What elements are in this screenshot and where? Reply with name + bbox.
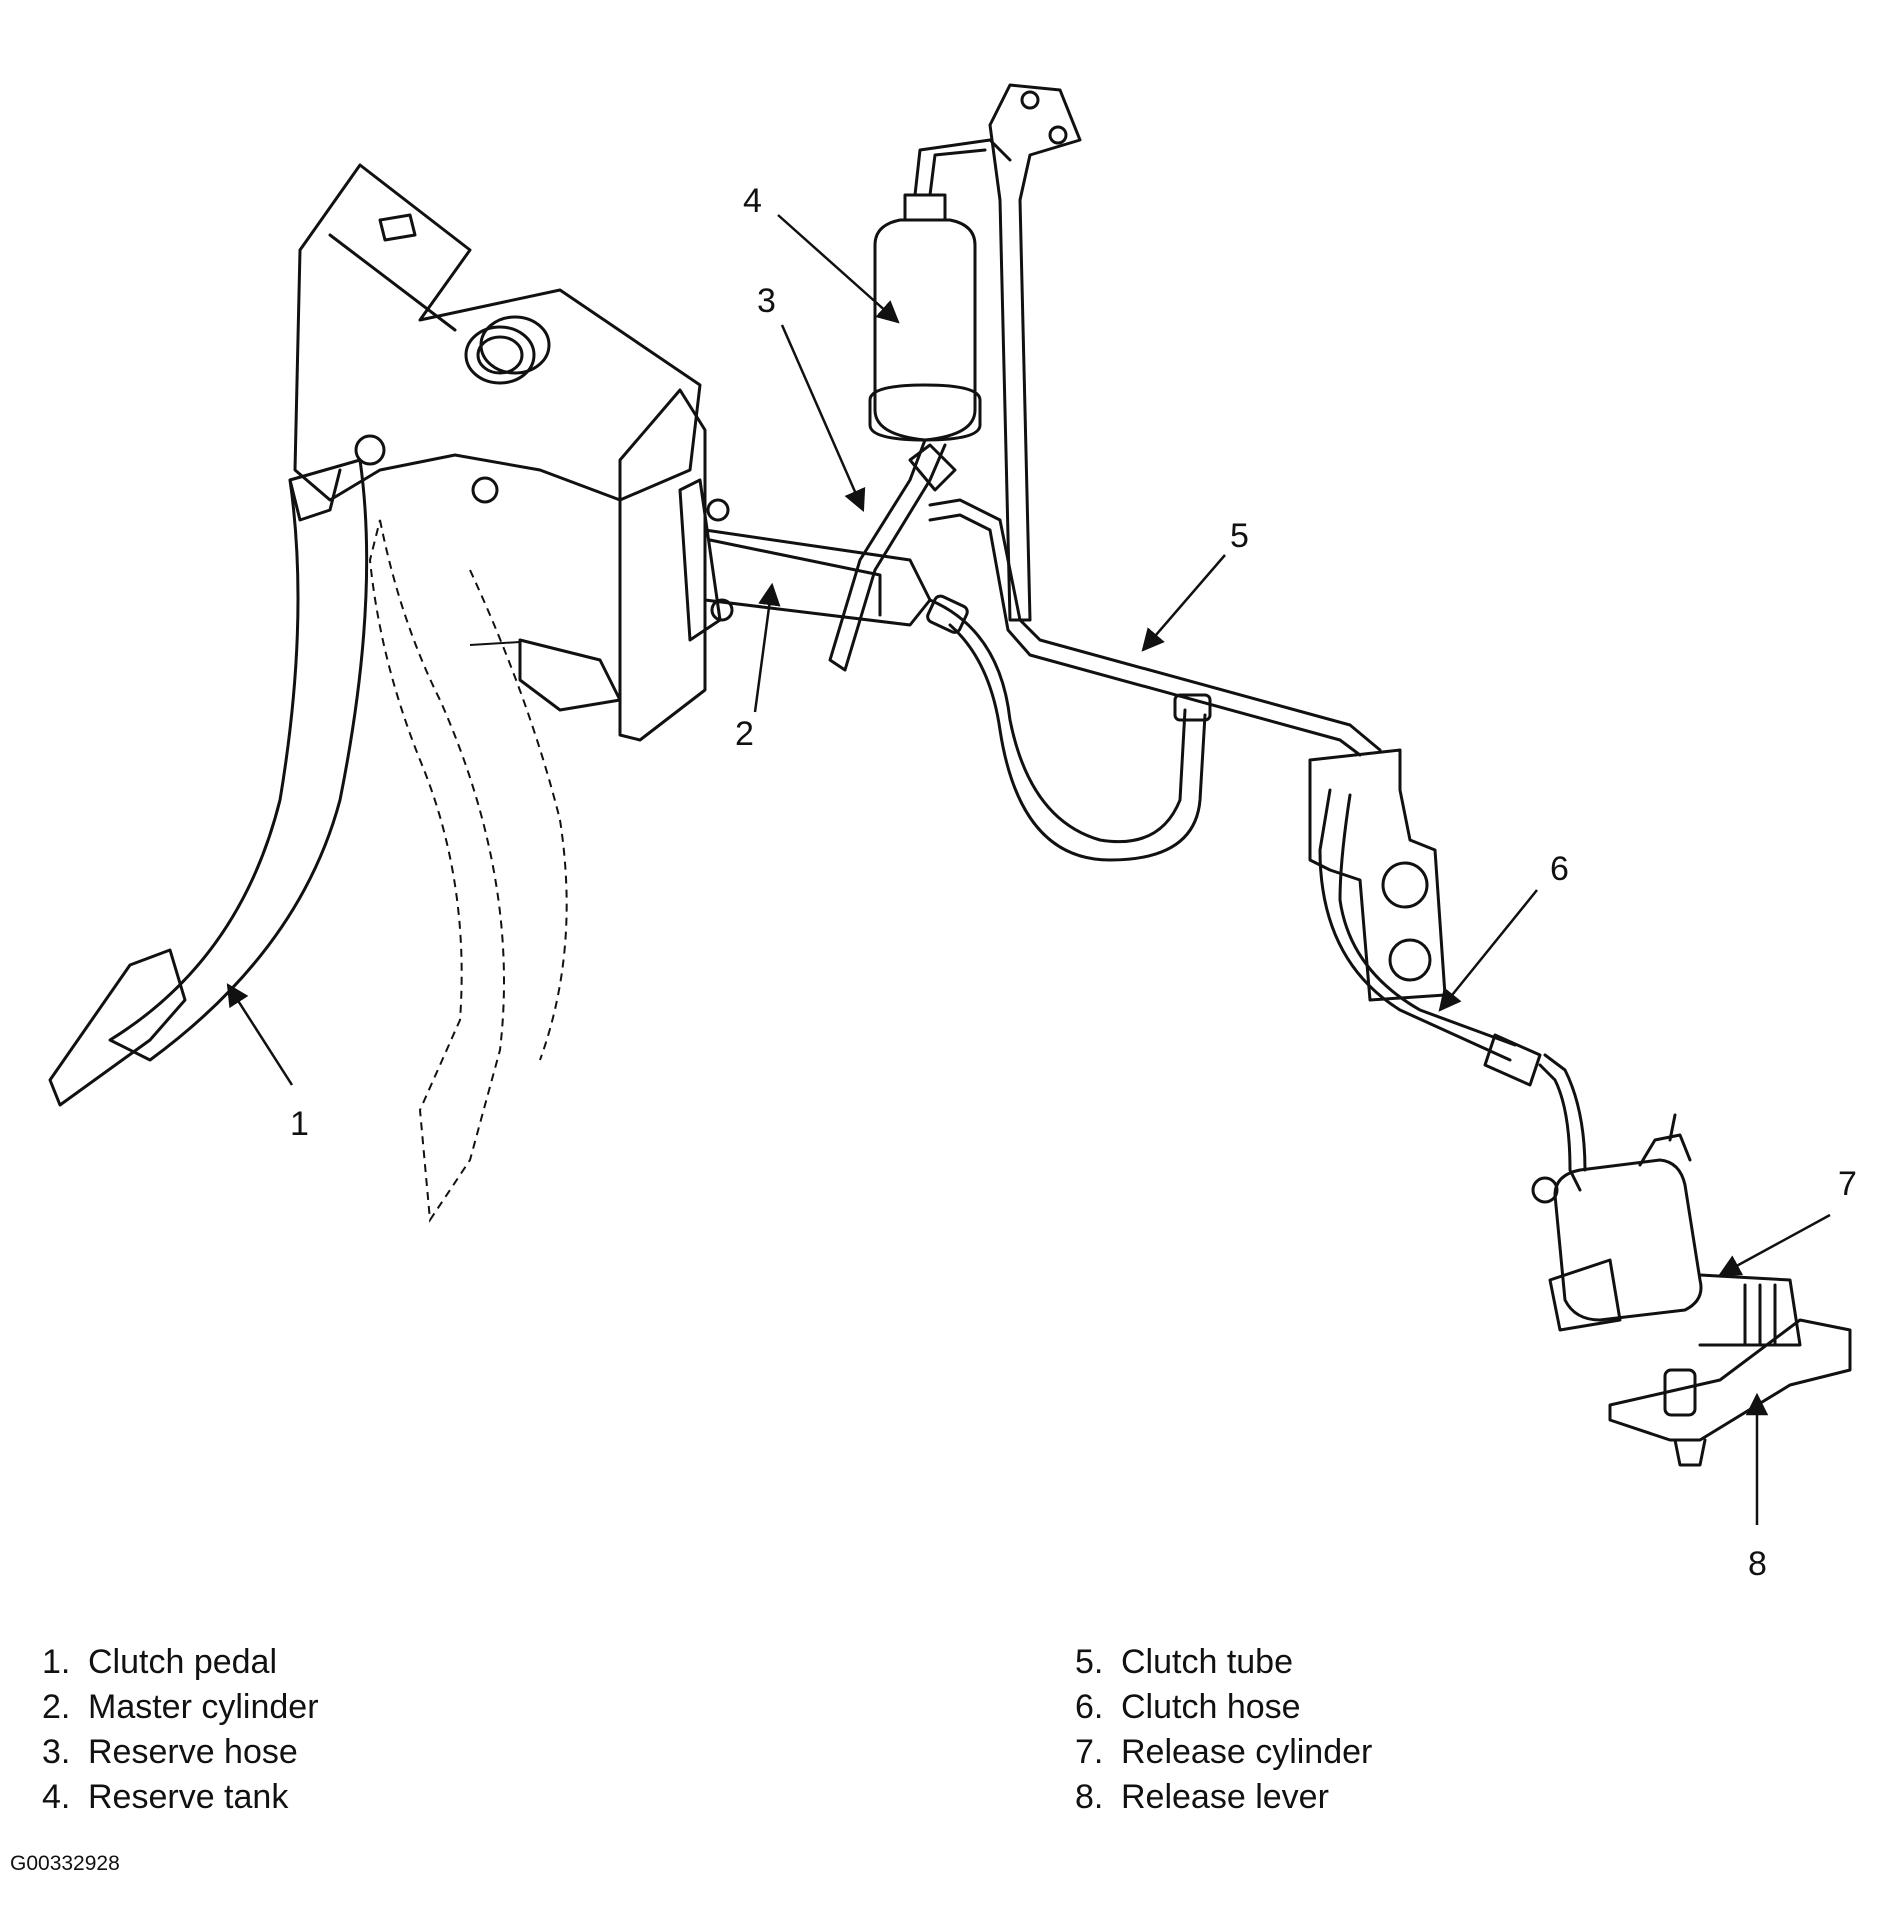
reserve-hose: [828, 438, 957, 672]
legend-label: Clutch pedal: [88, 1643, 278, 1681]
legend-number: 1.: [42, 1643, 71, 1681]
legend-label: Clutch hose: [1121, 1688, 1301, 1726]
callout-4: 4: [743, 182, 762, 220]
callout-5: 5: [1230, 517, 1249, 555]
legend-item: 8. Release lever: [1075, 1775, 1372, 1820]
clutch-hose: [1318, 788, 1587, 1192]
supply-hose-loop: [926, 594, 1212, 862]
legend-item: 3. Reserve hose: [42, 1730, 319, 1775]
legend-item: 4. Reserve tank: [42, 1775, 319, 1820]
clutch-pedal: [48, 458, 369, 1107]
hose-bracket: [1308, 748, 1447, 1002]
callout-3: 3: [757, 282, 776, 320]
legend-item: 6. Clutch hose: [1075, 1685, 1372, 1730]
master-cylinder: [469, 388, 932, 742]
release-lever: [1608, 1318, 1852, 1467]
parts-legend: 1. Clutch pedal 2. Master cylinder 3. Reser…: [0, 1640, 1883, 1840]
clutch-hydraulic-diagram: 1 2 3 4 5 6 7 8: [48, 83, 1857, 1583]
legend-label: Release lever: [1121, 1778, 1329, 1816]
legend-item: 1. Clutch pedal: [42, 1640, 319, 1685]
pedal-depressed-outline: [368, 519, 568, 1223]
legend-label: Release cylinder: [1121, 1733, 1373, 1771]
legend-number: 4.: [42, 1778, 71, 1816]
legend-number: 5.: [1075, 1643, 1104, 1681]
release-cylinder: [1531, 1113, 1802, 1347]
legend-label: Clutch tube: [1121, 1643, 1293, 1681]
reserve-tank: [868, 138, 1012, 442]
legend-label: Reserve tank: [88, 1778, 289, 1816]
legend-column-left: 1. Clutch pedal 2. Master cylinder 3. Reser…: [42, 1640, 319, 1820]
callout-leaders: [226, 214, 1831, 1525]
legend-item: 2. Master cylinder: [42, 1685, 319, 1730]
callout-6: 6: [1550, 850, 1569, 888]
figure-id: G00332928: [10, 1852, 120, 1875]
callout-2: 2: [735, 715, 754, 753]
pedal-bracket: [293, 163, 702, 504]
legend-number: 7.: [1075, 1733, 1104, 1771]
legend-item: 7. Release cylinder: [1075, 1730, 1372, 1775]
legend-column-right: 5. Clutch tube 6. Clutch hose 7. Release cy…: [1075, 1640, 1372, 1820]
legend-number: 3.: [42, 1733, 71, 1771]
callout-1: 1: [290, 1105, 309, 1143]
clutch-tube: [928, 498, 1382, 757]
legend-number: 2.: [42, 1688, 71, 1726]
legend-item: 5. Clutch tube: [1075, 1640, 1372, 1685]
legend-number: 8.: [1075, 1778, 1104, 1816]
legend-number: 6.: [1075, 1688, 1104, 1726]
callout-7: 7: [1838, 1165, 1857, 1203]
legend-label: Reserve hose: [88, 1733, 298, 1771]
legend-label: Master cylinder: [88, 1688, 319, 1726]
callout-8: 8: [1748, 1545, 1767, 1583]
tank-bracket: [988, 83, 1082, 622]
